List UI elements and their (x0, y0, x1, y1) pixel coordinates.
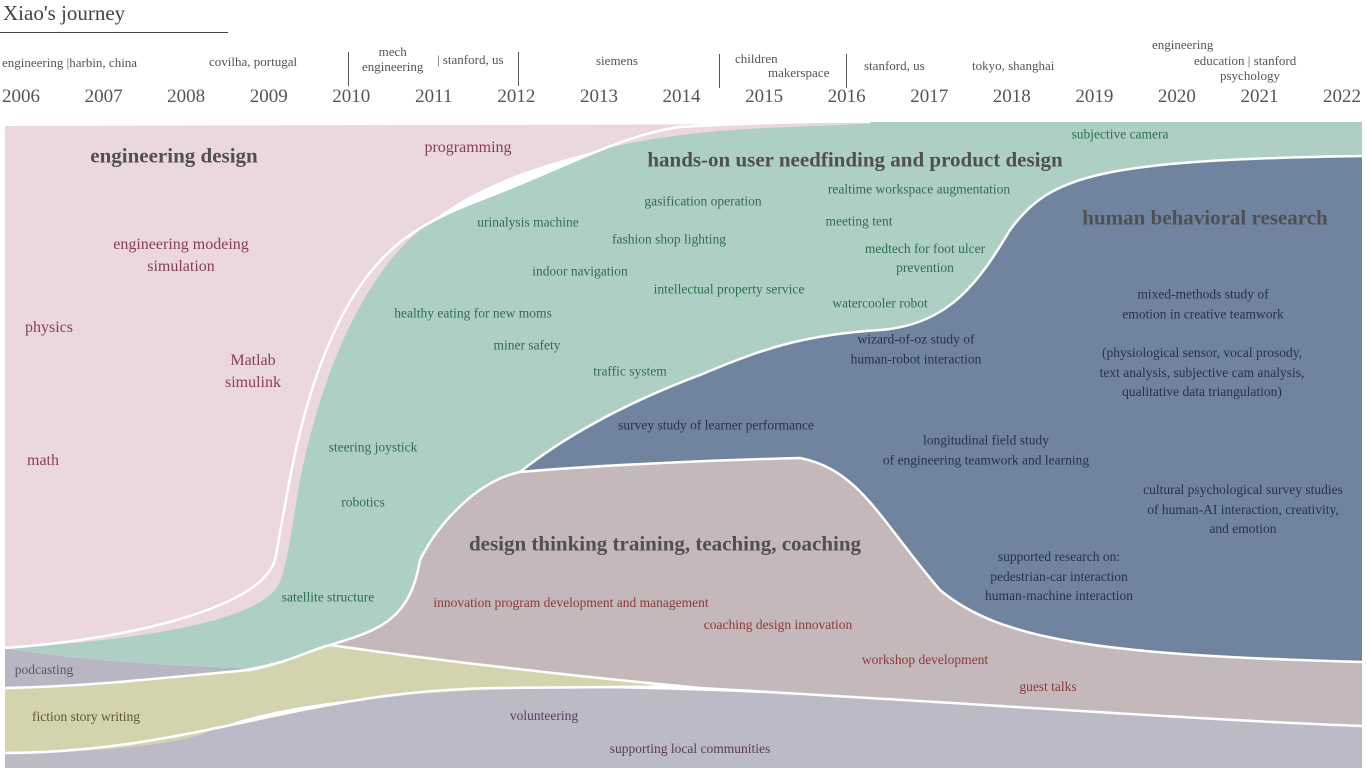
location-psychology: psychology (1220, 68, 1280, 83)
item-wizard-of-oz: wizard-of-oz study of human-robot intera… (850, 331, 982, 367)
location-tick (719, 54, 720, 88)
title-underline (0, 32, 228, 33)
year-label: 2021 (1240, 86, 1279, 107)
stream-engineering-design (5, 124, 860, 648)
item-supporting-communities: supporting local communities (609, 741, 771, 756)
location-stanford-1: | stanford, us (437, 52, 504, 67)
year-label: 2020 (1157, 86, 1196, 107)
stream-title-hands-on: hands-on user needfinding and product de… (647, 147, 1063, 172)
year-label: 2009 (249, 86, 288, 107)
item-gasification: gasification operation (644, 193, 762, 209)
item-miner-safety: miner safety (493, 337, 561, 353)
location-engineering: engineering (1152, 37, 1214, 52)
item-robotics: robotics (341, 494, 385, 510)
item-traffic-system: traffic system (593, 363, 667, 379)
location-makerspace: makerspace (768, 65, 830, 80)
item-satellite: satellite structure (281, 589, 375, 605)
item-steering-joystick: steering joystick (328, 439, 418, 455)
location-mech: mech engineering (362, 44, 424, 74)
item-podcasting: podcasting (14, 662, 74, 677)
item-workshop: workshop development (861, 652, 989, 667)
item-programming: programming (424, 139, 512, 156)
year-label: 2013 (579, 86, 618, 107)
year-label: 2008 (167, 86, 206, 107)
item-fashion-lighting: fashion shop lighting (612, 231, 726, 247)
year-label: 2007 (84, 86, 123, 107)
location-tick (518, 52, 519, 86)
location-tick (348, 52, 349, 86)
year-label: 2010 (332, 86, 371, 107)
stream-title-human-behavioral: human behavioral research (1082, 205, 1328, 230)
stream-title-engineering-design: engineering design (90, 143, 258, 168)
year-label: 2018 (992, 86, 1031, 107)
stream-human-behavioral (520, 156, 1362, 662)
item-longitudinal: longitudinal field study of engineering … (882, 432, 1090, 468)
stream-design-thinking (330, 458, 1362, 726)
item-math: math (27, 452, 59, 469)
item-volunteering: volunteering (509, 708, 579, 723)
location-tokyo: tokyo, shanghai (972, 58, 1055, 73)
item-innovation-program: innovation program development and manag… (433, 595, 709, 610)
stream-hands-on (5, 122, 1362, 668)
year-label: 2015 (745, 86, 784, 107)
item-indoor-navigation: indoor navigation (532, 263, 628, 279)
item-engineering-modeling: engineering modeing simulation (113, 236, 249, 275)
item-realtime-workspace: realtime workspace augmentation (827, 181, 1011, 197)
year-label: 2017 (910, 86, 949, 107)
item-ip-service: intellectual property service (653, 281, 805, 297)
item-cultural-psych: cultural psychological survey studies of… (1143, 481, 1343, 536)
location-covilha: covilha, portugal (209, 54, 298, 69)
page-title: Xiao's journey (3, 1, 126, 25)
location-stanford-2: stanford, us (864, 58, 925, 73)
location-education: education | stanford (1194, 53, 1297, 68)
item-survey-learner: survey study of learner performance (618, 417, 814, 433)
item-healthy-eating: healthy eating for new moms (394, 305, 552, 321)
item-physics: physics (25, 319, 73, 336)
year-label: 2019 (1075, 86, 1114, 107)
item-coaching: coaching design innovation (703, 617, 853, 632)
stream-title-design-thinking: design thinking training, teaching, coac… (468, 531, 862, 556)
item-subjective-camera: subjective camera (1071, 126, 1169, 142)
stream-fiction (5, 645, 680, 753)
year-label: 2022 (1323, 86, 1361, 107)
stream-podcasting (5, 648, 250, 688)
year-label: 2014 (662, 86, 701, 107)
location-harbin: engineering |harbin, china (2, 55, 138, 70)
item-meeting-tent: meeting tent (825, 213, 893, 229)
item-medtech: medtech for foot ulcer prevention (864, 241, 986, 275)
item-urinalysis: urinalysis machine (477, 214, 579, 230)
item-watercooler: watercooler robot (832, 295, 928, 311)
year-label: 2011 (415, 86, 453, 107)
location-tick (846, 54, 847, 88)
item-matlab: Matlab simulink (224, 352, 282, 391)
location-children: children (735, 51, 778, 66)
year-label: 2012 (497, 86, 536, 107)
location-siemens: siemens (596, 53, 638, 68)
item-fiction: fiction story writing (32, 709, 140, 724)
item-supported-research: supported research on: pedestrian-car in… (984, 548, 1134, 603)
item-physiological: (physiological sensor, vocal prosody, te… (1099, 344, 1305, 399)
item-mixed-methods: mixed-methods study of emotion in creati… (1122, 286, 1284, 322)
year-label: 2006 (2, 86, 40, 107)
item-guest-talks: guest talks (1019, 679, 1077, 694)
year-label: 2016 (827, 86, 866, 107)
